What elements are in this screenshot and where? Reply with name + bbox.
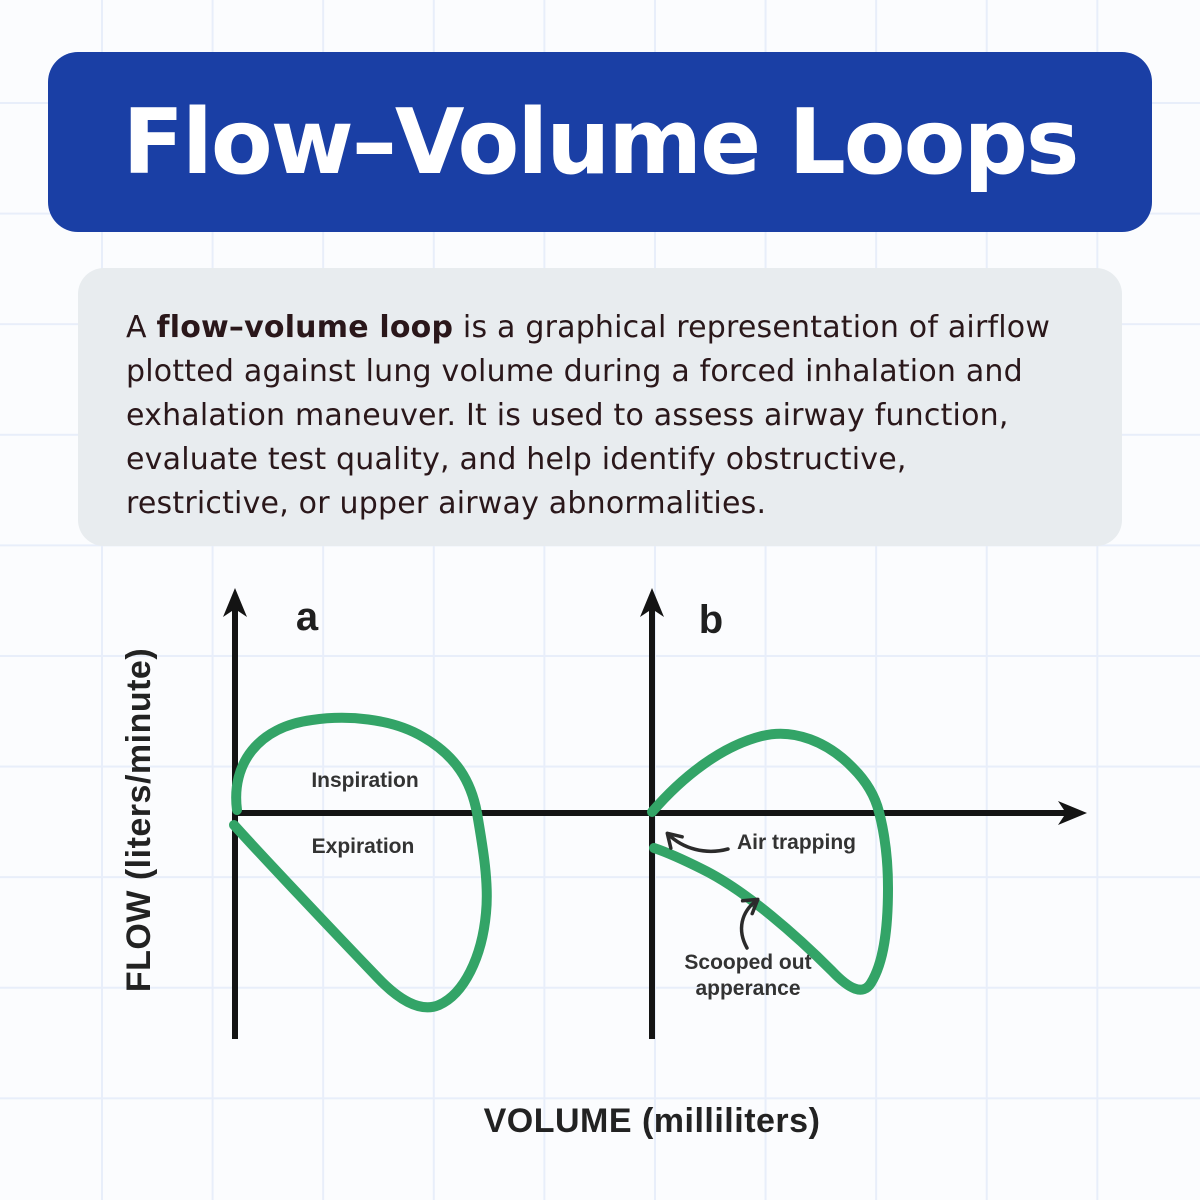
air-trapping-label: Air trapping [737,831,856,854]
scooped-arrow-icon [739,897,760,950]
page-title: Flow–Volume Loops [122,89,1080,195]
intro-body: is a graphical representation of airflow… [126,310,1051,521]
intro-text: A flow–volume loop is a graphical repres… [126,306,1076,526]
panel-a-letter: a [296,595,319,639]
intro-term: flow–volume loop [156,310,454,345]
expiration-label: Expiration [312,835,415,858]
air-trapping-arrow-icon [665,831,730,854]
x-axis-title: VOLUME (milliliters) [484,1102,821,1140]
intro-card: A flow–volume loop is a graphical repres… [78,268,1122,546]
panel-b-y-axis-arrowhead-icon [640,588,664,617]
intro-prefix: A [126,310,157,345]
x-axis-arrowhead-icon [1058,801,1087,825]
loop-a-curve [229,712,492,1013]
y-axis-title: FLOW (liters/minute) [120,648,158,992]
scooped-label-line2: apperance [695,977,800,1000]
title-card: Flow–Volume Loops [48,52,1152,232]
panel-a-y-axis-arrowhead-icon [223,588,247,617]
panel-b-letter: b [699,598,723,642]
scooped-label-line1: Scooped out [684,951,811,974]
inspiration-label: Inspiration [311,769,418,792]
